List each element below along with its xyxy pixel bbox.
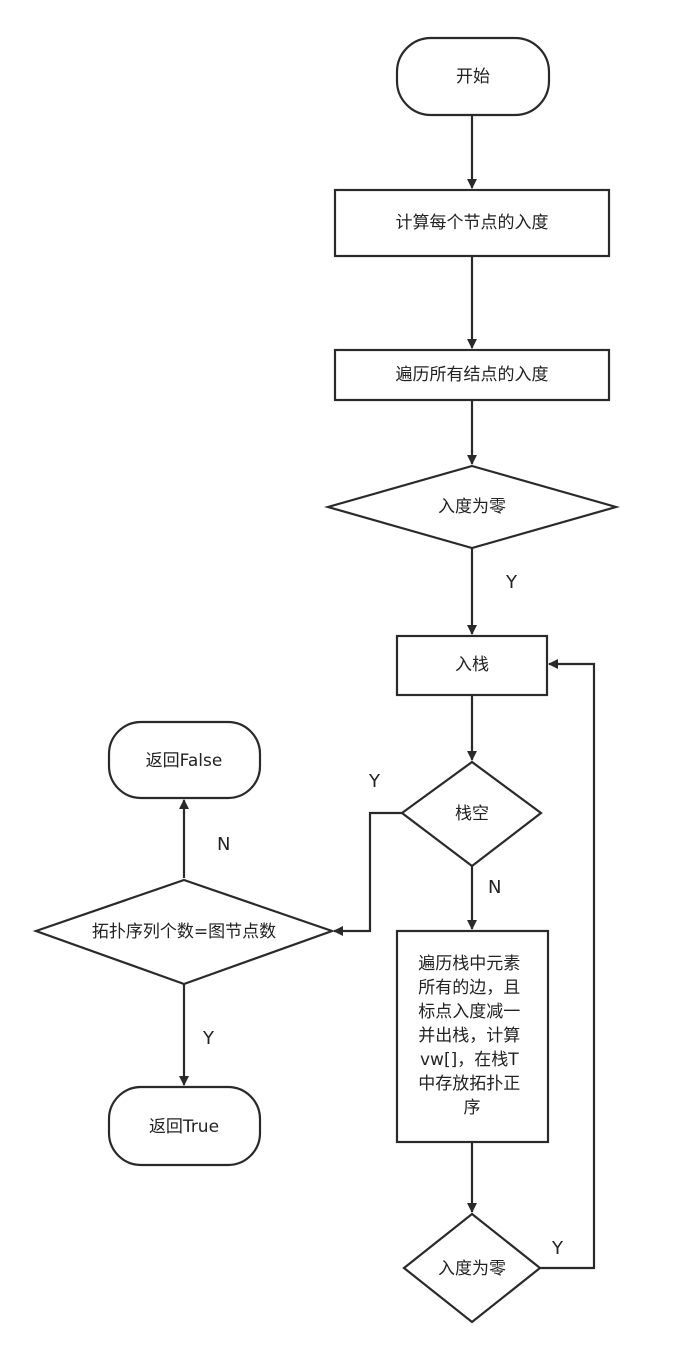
node-push-stack-label: 入栈	[455, 655, 489, 675]
node-calc-indegree-label: 计算每个节点的入度	[396, 213, 549, 233]
edge-label-count-to-true: Y	[202, 1028, 215, 1049]
node-decision-zero-2: 入度为零	[402, 1212, 542, 1324]
node-traverse-indegree-label: 遍历所有结点的入度	[396, 365, 549, 385]
edge-label-zero2-loop-back: Y	[551, 1238, 564, 1259]
node-return-false: 返回False	[107, 720, 262, 800]
process-line: 序	[464, 1098, 481, 1118]
node-start: 开始	[395, 36, 551, 117]
edge-labels: Y Y N N Y Y	[202, 572, 564, 1259]
edge-label-count-to-false: N	[217, 834, 230, 855]
node-start-label: 开始	[456, 67, 490, 87]
node-return-false-label: 返回False	[146, 751, 223, 771]
edges	[179, 115, 596, 1270]
node-process: 遍历栈中元素 所有的边，且 标点入度减一 并出栈，计算 vw[]，在栈T 中存放…	[395, 929, 550, 1144]
node-return-true: 返回True	[107, 1085, 262, 1167]
edge-label-empty-to-process: N	[488, 877, 501, 898]
process-line: 并出栈，计算	[418, 1026, 520, 1046]
node-push-stack: 入栈	[395, 634, 549, 697]
process-line: 标点入度减一	[418, 1002, 520, 1022]
node-return-true-label: 返回True	[149, 1117, 219, 1137]
node-traverse-indegree: 遍历所有结点的入度	[333, 348, 611, 402]
node-decision-count: 拓扑序列个数=图节点数	[32, 878, 336, 986]
node-calc-indegree: 计算每个节点的入度	[333, 188, 611, 258]
edge-zero2-loop-back	[540, 659, 596, 1270]
edge-label-zero1-to-push: Y	[505, 572, 518, 593]
node-decision-count-label: 拓扑序列个数=图节点数	[92, 922, 276, 942]
node-decision-zero-2-label: 入度为零	[438, 1259, 506, 1279]
process-line: 中存放拓扑正	[418, 1074, 520, 1094]
node-process-label: 遍历栈中元素 所有的边，且 标点入度减一 并出栈，计算 vw[]，在栈T 中存放…	[418, 954, 525, 1118]
node-decision-stack-empty: 栈空	[400, 760, 543, 868]
node-decision-stack-empty-label: 栈空	[455, 804, 489, 824]
node-decision-zero-1: 入度为零	[323, 464, 621, 550]
process-line: vw[]，在栈T	[420, 1050, 519, 1070]
process-line: 所有的边，且	[418, 978, 520, 998]
process-line: 遍历栈中元素	[418, 954, 520, 974]
edge-label-empty-to-count: Y	[368, 771, 381, 792]
edge-empty-to-count	[333, 811, 402, 936]
node-decision-zero-1-label: 入度为零	[438, 497, 506, 517]
